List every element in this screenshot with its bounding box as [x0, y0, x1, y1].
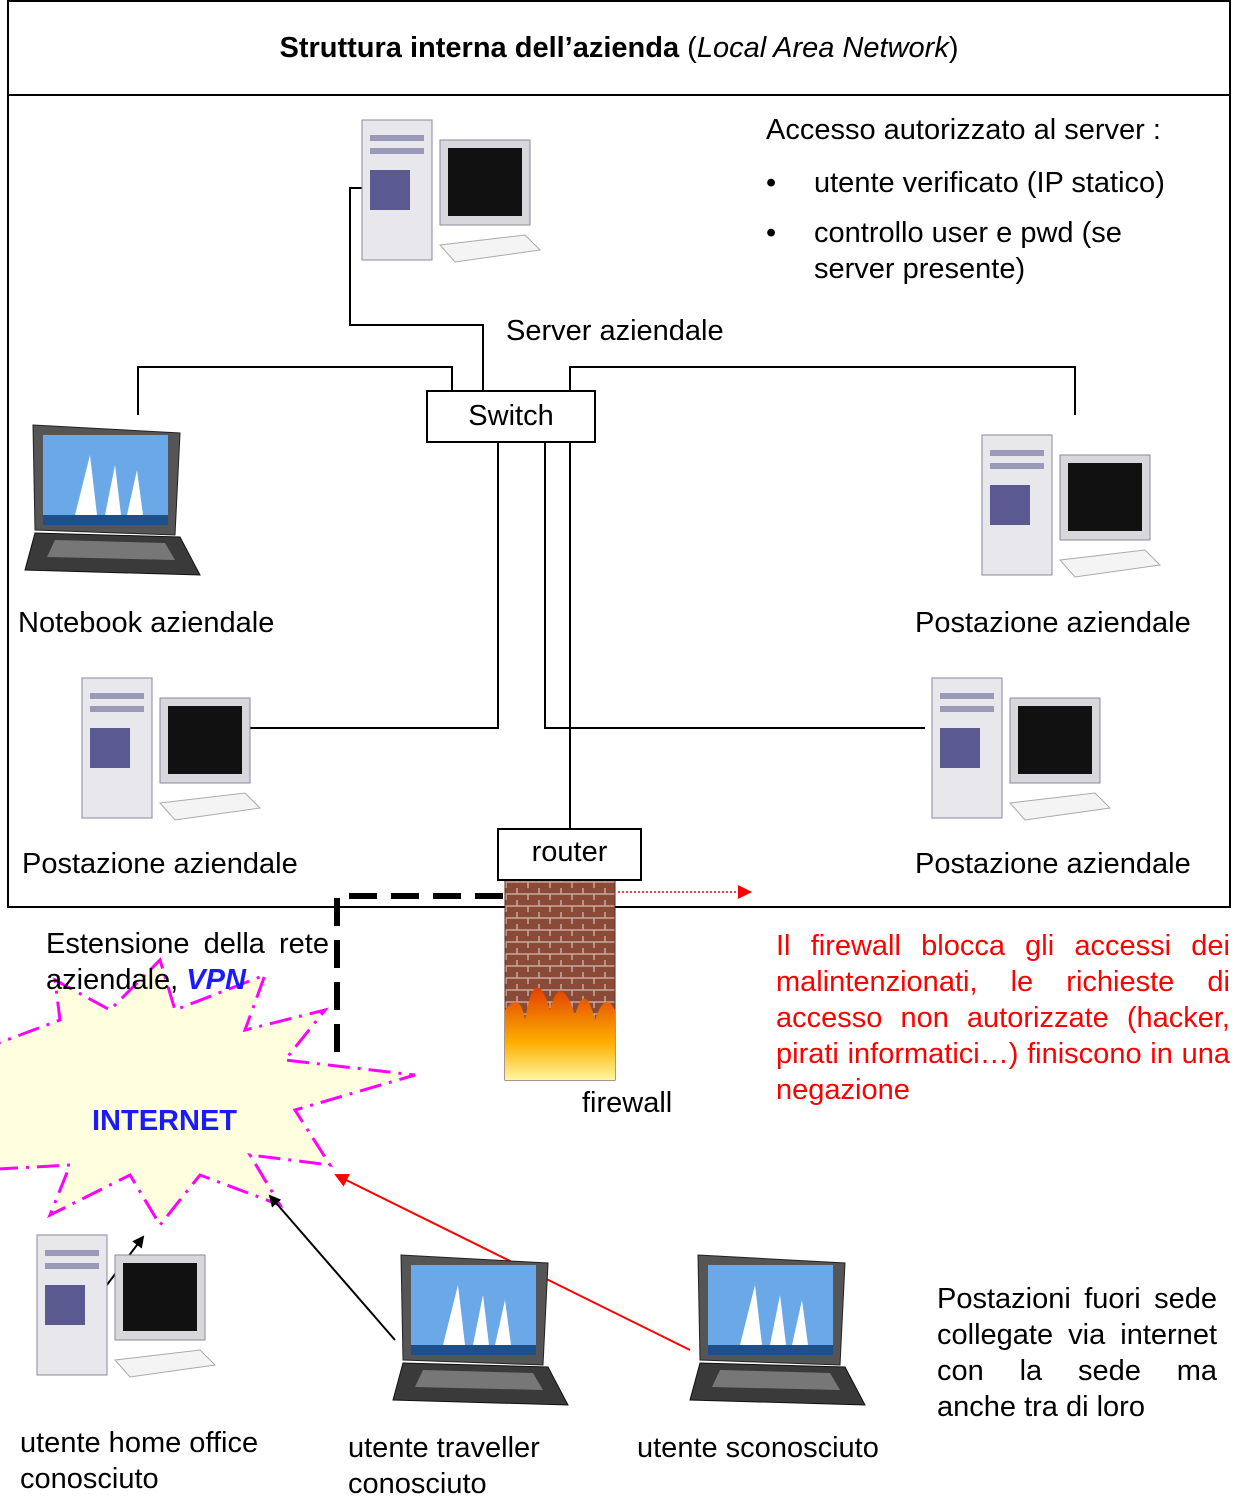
access-bullet: utente verificato (IP statico) — [766, 165, 1206, 201]
access-bullets: utente verificato (IP statico) controllo… — [766, 165, 1206, 301]
router-node[interactable]: router — [497, 828, 642, 881]
laptop-icon[interactable] — [15, 415, 210, 585]
firewall-brick-wall-icon — [504, 867, 616, 1081]
notebook-label: Notebook aziendale — [18, 607, 275, 639]
switch-node[interactable]: Switch — [426, 390, 596, 443]
unknown-user-label: utente sconosciuto — [637, 1432, 879, 1464]
remote-note: Postazioni fuori sede collegate via inte… — [937, 1283, 1217, 1423]
diagram-title: Struttura interna dell’azienda (Local Ar… — [7, 0, 1231, 96]
traveller-label: utente traveller conosciuto — [348, 1432, 540, 1500]
wire-workstation-lb-switch — [235, 440, 499, 729]
title-paren-open: ( — [679, 31, 697, 64]
workstation-label: Postazione aziendale — [915, 607, 1191, 639]
desktop-computer-icon[interactable] — [920, 668, 1120, 828]
wire-notebook-switch — [137, 366, 453, 415]
vpn-dashed-link — [334, 893, 503, 1052]
access-bullet: controllo user e pwd (se server presente… — [766, 215, 1206, 287]
lan-boundary — [7, 95, 1231, 908]
title-bold: Struttura interna dell’azienda — [279, 31, 680, 64]
server-label: Server aziendale — [506, 315, 724, 347]
internet-label: INTERNET — [92, 1105, 237, 1137]
vpn-text: Estensione della rete aziendale, — [46, 928, 329, 996]
desktop-computer-icon[interactable] — [350, 110, 550, 270]
vpn-label: VPN — [186, 964, 246, 996]
router-label: router — [531, 836, 608, 868]
wire-workstation-rt-switch — [569, 366, 1076, 415]
title-italic: Local Area Network — [696, 31, 949, 64]
workstation-label: Postazione aziendale — [915, 848, 1191, 880]
laptop-icon[interactable] — [680, 1245, 875, 1415]
vpn-description: Estensione della rete aziendale, VPN — [46, 926, 329, 998]
workstation-label: Postazione aziendale — [22, 848, 298, 880]
firewall-label: firewall — [582, 1087, 673, 1119]
arrow-traveller — [268, 1194, 396, 1341]
desktop-computer-icon[interactable] — [970, 425, 1170, 585]
wire-server-switch — [349, 187, 484, 392]
home-office-label: utente home office conosciuto — [20, 1427, 259, 1495]
wire-workstation-rb-switch — [544, 440, 925, 729]
access-heading: Accesso autorizzato al server : — [766, 114, 1161, 146]
laptop-icon[interactable] — [383, 1245, 578, 1415]
internet-burst-icon — [0, 957, 416, 1228]
title-paren-close: ) — [948, 31, 959, 64]
desktop-computer-icon[interactable] — [25, 1225, 225, 1385]
switch-label: Switch — [468, 400, 554, 432]
desktop-computer-icon[interactable] — [70, 668, 270, 828]
firewall-note: Il firewall blocca gli accessi dei malin… — [776, 930, 1230, 1106]
